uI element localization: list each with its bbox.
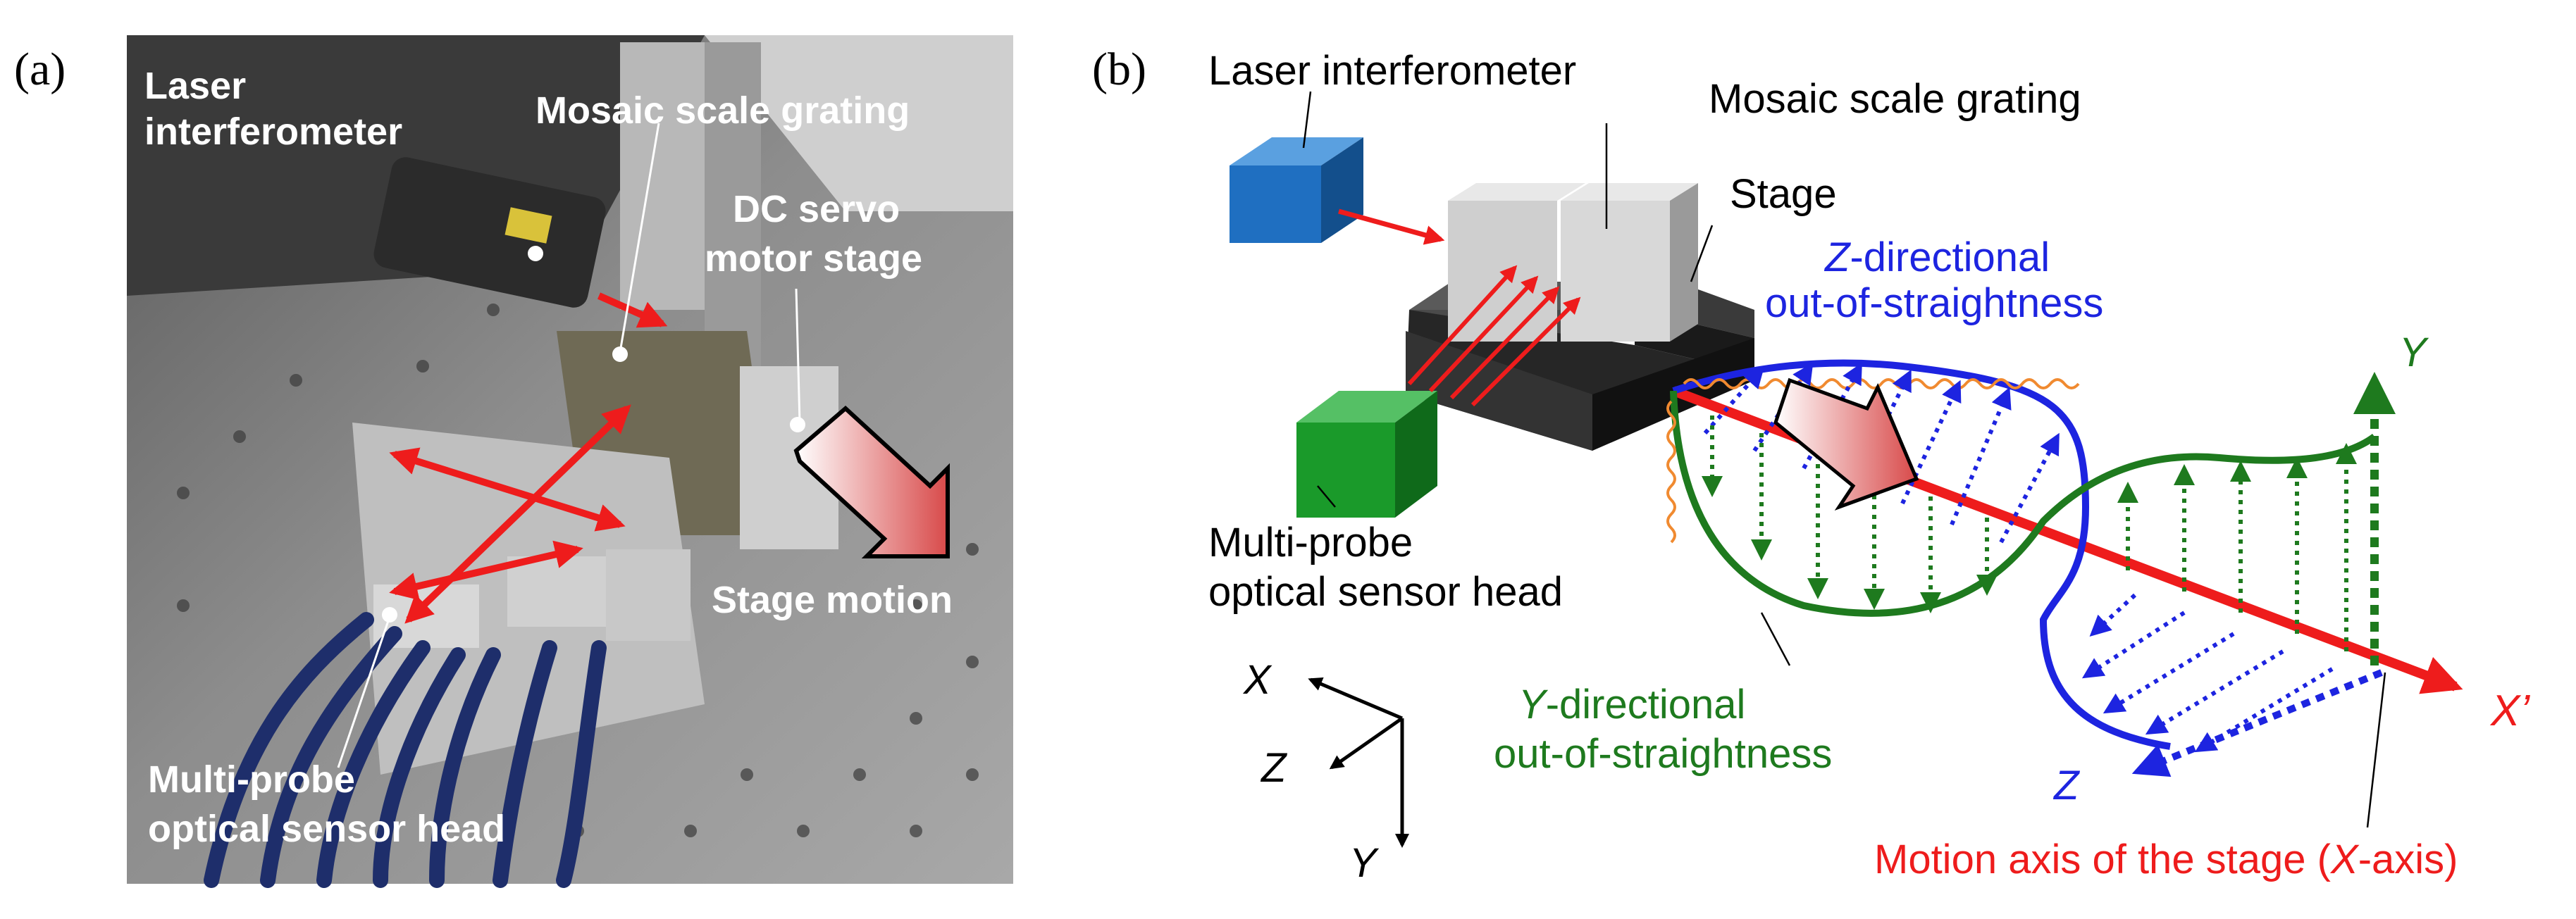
sensor-head-box	[1296, 391, 1437, 518]
label-z-straightness-line2: out-of-straightness	[1765, 280, 2103, 326]
laser-interferometer-box	[1230, 137, 1363, 243]
photo-laser-interferometer	[373, 157, 606, 308]
photo-cables	[204, 612, 607, 888]
label-probe-head-1: Multi-probe	[1208, 520, 1413, 565]
photo-tower	[620, 42, 761, 373]
y-straightness-orange	[1666, 400, 1676, 544]
label-stage: Stage	[1730, 171, 1837, 217]
label-y-straightness-line2: out-of-straightness	[1494, 731, 1832, 777]
laser-beam-arrow	[1338, 208, 1445, 245]
photo-label-dc-2: motor stage	[705, 237, 922, 280]
label-mosaic-scale-grating: Mosaic scale grating	[1709, 76, 2081, 122]
triad-x-label: X	[1242, 657, 1272, 703]
leader-lines-b	[1302, 91, 2386, 828]
y-deviation-arrows	[1702, 415, 2357, 651]
axis-triad	[1308, 677, 1409, 848]
photo-label-laser-2: interferometer	[144, 111, 402, 153]
mosaic-scale-grating	[1448, 183, 1698, 342]
probe-beams	[1407, 265, 1581, 407]
panel-a-tag: (a)	[14, 44, 66, 95]
photo-stage-motion-arrow	[793, 405, 950, 558]
photo-label-stage-motion: Stage motion	[712, 579, 953, 621]
label-probe-head-2: optical sensor head	[1208, 569, 1563, 615]
photo-label-dc-1: DC servo	[733, 188, 900, 230]
y-straightness-curve	[1670, 390, 2377, 617]
triad-z-label: Z	[1260, 745, 1288, 791]
triad-y-label: Y	[1349, 840, 1380, 886]
photo-leader-dots	[382, 246, 805, 623]
right-y-label: Y	[2399, 330, 2429, 375]
photo-leader-lines	[337, 123, 801, 768]
photo-label-probe-1: Multi-probe	[148, 758, 355, 801]
photo-red-arrows	[389, 292, 668, 624]
label-laser-interferometer: Laser interferometer	[1208, 48, 1576, 94]
label-motion-axis: Motion axis of the stage (X-axis)	[1874, 837, 2458, 882]
photo-panel: Laser interferometer Mosaic scale gratin…	[127, 35, 1013, 888]
photo-label-probe-2: optical sensor head	[148, 808, 505, 850]
photo-label-laser-1: Laser	[144, 65, 246, 107]
stage-motion-arrow-b	[1773, 377, 1919, 511]
label-y-straightness-line1: Y-directional	[1518, 682, 1745, 727]
right-xprime-label: X’	[2489, 687, 2530, 735]
panel-b-tag: (b)	[1092, 44, 1146, 95]
label-z-straightness-line1: Z-directional	[1823, 235, 2050, 280]
right-z-label: Z	[2052, 763, 2081, 808]
z-axis-dotted	[2131, 669, 2383, 777]
photo-label-mosaic: Mosaic scale grating	[535, 89, 910, 132]
